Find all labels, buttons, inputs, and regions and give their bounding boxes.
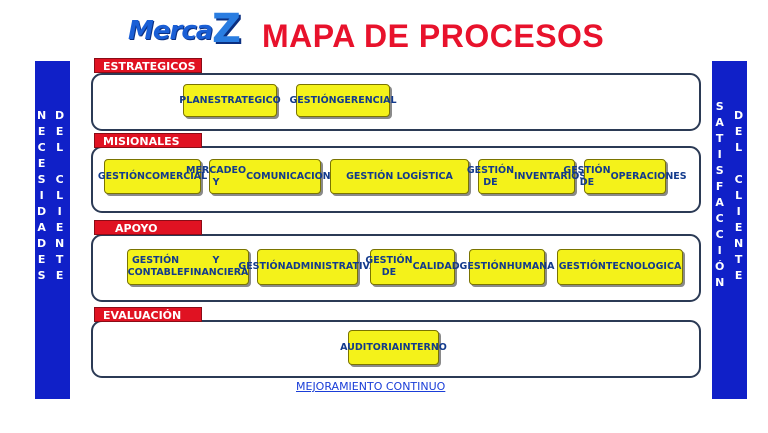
side-letter: N (37, 109, 47, 122)
side-letter: I (39, 189, 44, 202)
side-letter: L (735, 189, 743, 202)
side-letter: I (736, 205, 741, 218)
side-letter (58, 156, 62, 172)
side-letter: E (37, 253, 46, 266)
side-letter: C (37, 141, 46, 154)
side-letter: L (56, 141, 64, 154)
side-letter: S (37, 269, 46, 282)
side-letter: D (734, 109, 744, 122)
evaluacion-tag: EVALUACIÓN (94, 307, 202, 322)
side-letter: Ó (715, 260, 725, 273)
side-letter: T (55, 253, 64, 266)
side-letter: D (37, 205, 47, 218)
side-letter: E (55, 125, 64, 138)
mejoramiento-continuo-label: MEJORAMIENTO CONTINUO (296, 380, 446, 393)
side-letter: F (715, 180, 724, 193)
side-letter (737, 156, 741, 172)
side-letter: T (715, 132, 724, 145)
side-letter: S (715, 164, 724, 177)
side-letter: C (734, 173, 743, 186)
side-letter: E (734, 221, 743, 234)
side-letter: E (734, 125, 743, 138)
side-letter: D (37, 237, 47, 250)
side-letter: C (715, 212, 724, 225)
misionales-tag: MISIONALES (94, 133, 202, 148)
side-letter: E (734, 269, 743, 282)
side-letter: S (37, 173, 46, 186)
side-letter: E (37, 125, 46, 138)
side-letter: T (734, 253, 743, 266)
side-letter: I (717, 148, 722, 161)
side-letter: N (715, 276, 725, 289)
side-letter: L (735, 141, 743, 154)
side-letter: A (715, 116, 724, 129)
side-letter: N (55, 237, 65, 250)
side-letter: D (55, 109, 65, 122)
side-letter: N (734, 237, 744, 250)
side-letter: L (56, 189, 64, 202)
side-letter: E (55, 269, 64, 282)
side-letter: C (715, 228, 724, 241)
apoyo-tag: APOYO (94, 220, 202, 235)
estrategicos-tag: ESTRATEGICOS (94, 58, 202, 73)
side-letter: I (57, 205, 62, 218)
side-letter: E (37, 157, 46, 170)
side-letter: A (715, 196, 724, 209)
page-title: MAPA DE PROCESOS (262, 18, 605, 54)
process-gestion-logistica[interactable]: GESTIÓN LOGÍSTICA (330, 159, 469, 194)
side-letter: A (37, 221, 46, 234)
side-letter: C (55, 173, 64, 186)
side-letter: I (717, 244, 722, 257)
side-letter: S (715, 100, 724, 113)
side-letter: E (55, 221, 64, 234)
